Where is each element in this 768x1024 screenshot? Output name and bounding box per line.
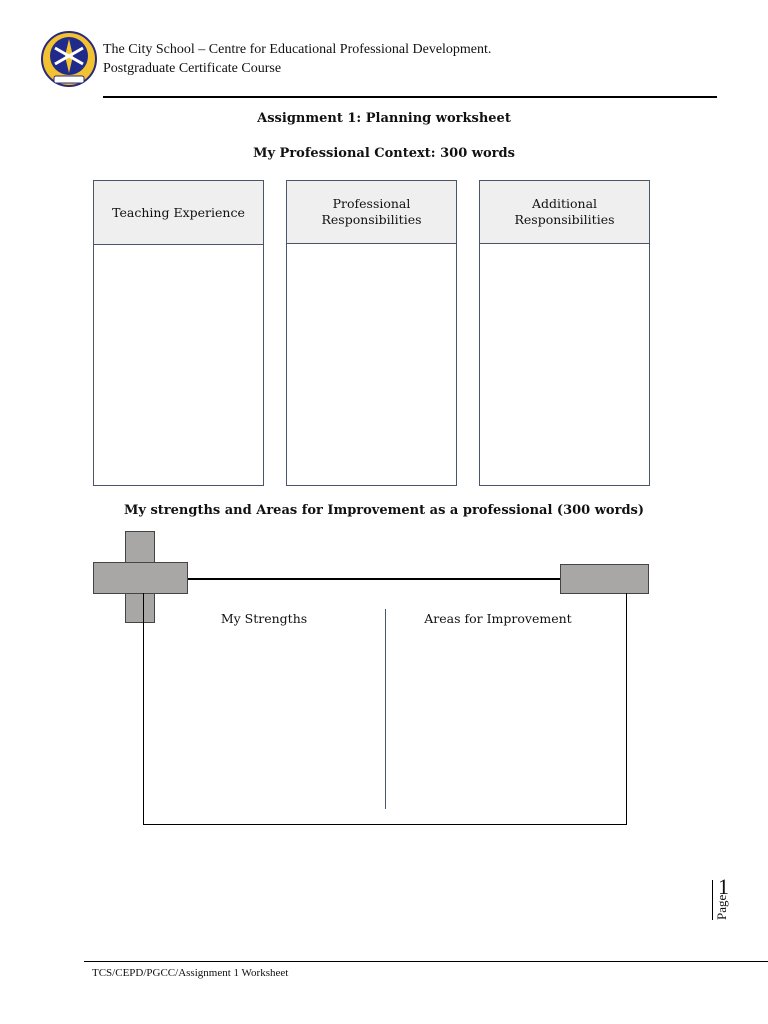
- school-logo: [40, 30, 98, 88]
- column-header: Additional Responsibilities: [480, 181, 649, 244]
- strengths-title: My strengths and Areas for Improvement a…: [124, 503, 644, 518]
- minus-icon: [560, 564, 649, 594]
- header-divider: [103, 96, 717, 98]
- column-header: Professional Responsibilities: [287, 181, 456, 244]
- header-org-name: The City School – Centre for Educational…: [103, 42, 492, 57]
- page-number-rule: [712, 880, 713, 920]
- footer-divider: [84, 961, 768, 962]
- strengths-label: My Strengths: [220, 611, 308, 626]
- strengths-improvement-box[interactable]: [143, 593, 627, 825]
- context-title: My Professional Context: 300 words: [253, 146, 515, 161]
- connector-line: [188, 578, 560, 580]
- improvement-label: Areas for Improvement: [424, 611, 572, 626]
- strengths-divider: [385, 609, 386, 809]
- column-additional-responsibilities[interactable]: Additional Responsibilities: [479, 180, 650, 486]
- page-number: 1: [718, 874, 729, 899]
- header-course-name: Postgraduate Certificate Course: [103, 61, 282, 76]
- footer-text: TCS/CEPD/PGCC/Assignment 1 Worksheet: [92, 967, 289, 979]
- column-header: Teaching Experience: [94, 181, 263, 245]
- column-teaching-experience[interactable]: Teaching Experience: [93, 180, 264, 486]
- assignment-title: Assignment 1: Planning worksheet: [257, 111, 511, 126]
- column-professional-responsibilities[interactable]: Professional Responsibilities: [286, 180, 457, 486]
